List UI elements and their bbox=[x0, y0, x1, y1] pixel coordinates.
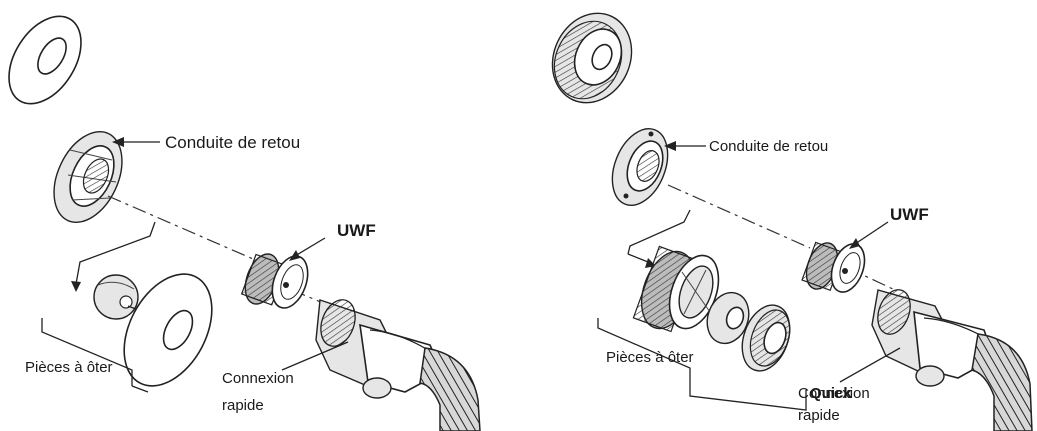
right-connection-pointer bbox=[839, 347, 901, 383]
left-washer-large bbox=[123, 273, 213, 387]
left-uwf-adapter bbox=[240, 253, 309, 309]
left-label-connection-2: rapide bbox=[222, 397, 264, 414]
right-label-uwf: UWF bbox=[890, 205, 929, 224]
left-parts-bracket bbox=[41, 318, 133, 386]
right-uwf-pointer bbox=[854, 221, 889, 245]
right-label-parts: Pièces à ôter bbox=[606, 349, 694, 366]
left-label-return: Conduite de retou bbox=[165, 133, 300, 152]
left-label-connection-1: Connexion bbox=[222, 370, 294, 387]
left-connection-pointer bbox=[281, 341, 349, 371]
right-parts-bracket bbox=[597, 318, 807, 411]
right-bracket-arrow-line bbox=[627, 253, 649, 263]
left-return-arrow bbox=[112, 137, 124, 147]
right-ring-insert bbox=[706, 291, 750, 345]
left-return-fitting bbox=[53, 130, 123, 224]
right-axis-line bbox=[667, 184, 811, 249]
right-label-connection-overlap: Quick bbox=[810, 385, 852, 402]
right-threaded-cap bbox=[551, 12, 633, 104]
right-threaded-nut bbox=[741, 304, 791, 372]
right-uwf-adapter bbox=[801, 241, 866, 293]
left-uwf-arrow bbox=[289, 250, 300, 261]
left-bracket-top bbox=[75, 221, 156, 285]
left-axis-line bbox=[107, 195, 261, 263]
left-label-parts: Pièces à ôter bbox=[25, 359, 113, 376]
right-label-connection-1: Connexion bbox=[798, 385, 870, 402]
left-label-uwf: UWF bbox=[337, 221, 376, 240]
right-threaded-body bbox=[632, 245, 720, 333]
right-bracket-top bbox=[627, 209, 691, 255]
right-panel: Conduite de retou UWF Pièces à ôter Conn… bbox=[551, 12, 1033, 431]
right-label-return: Conduite de retou bbox=[709, 138, 828, 155]
left-quick-connector bbox=[315, 299, 481, 431]
left-parts-bracket-2 bbox=[131, 385, 149, 393]
right-return-fitting bbox=[611, 128, 669, 206]
right-label-connection-2: rapide bbox=[798, 407, 840, 424]
left-bracket-arrow bbox=[71, 281, 81, 292]
left-uwf-pointer bbox=[294, 237, 326, 257]
right-uwf-arrow bbox=[849, 238, 860, 249]
right-return-arrow bbox=[664, 141, 676, 151]
left-panel: Conduite de retou UWF Pièces à ôter Conn… bbox=[8, 15, 481, 431]
left-washer-top bbox=[8, 15, 82, 105]
right-quick-connector bbox=[871, 289, 1033, 431]
